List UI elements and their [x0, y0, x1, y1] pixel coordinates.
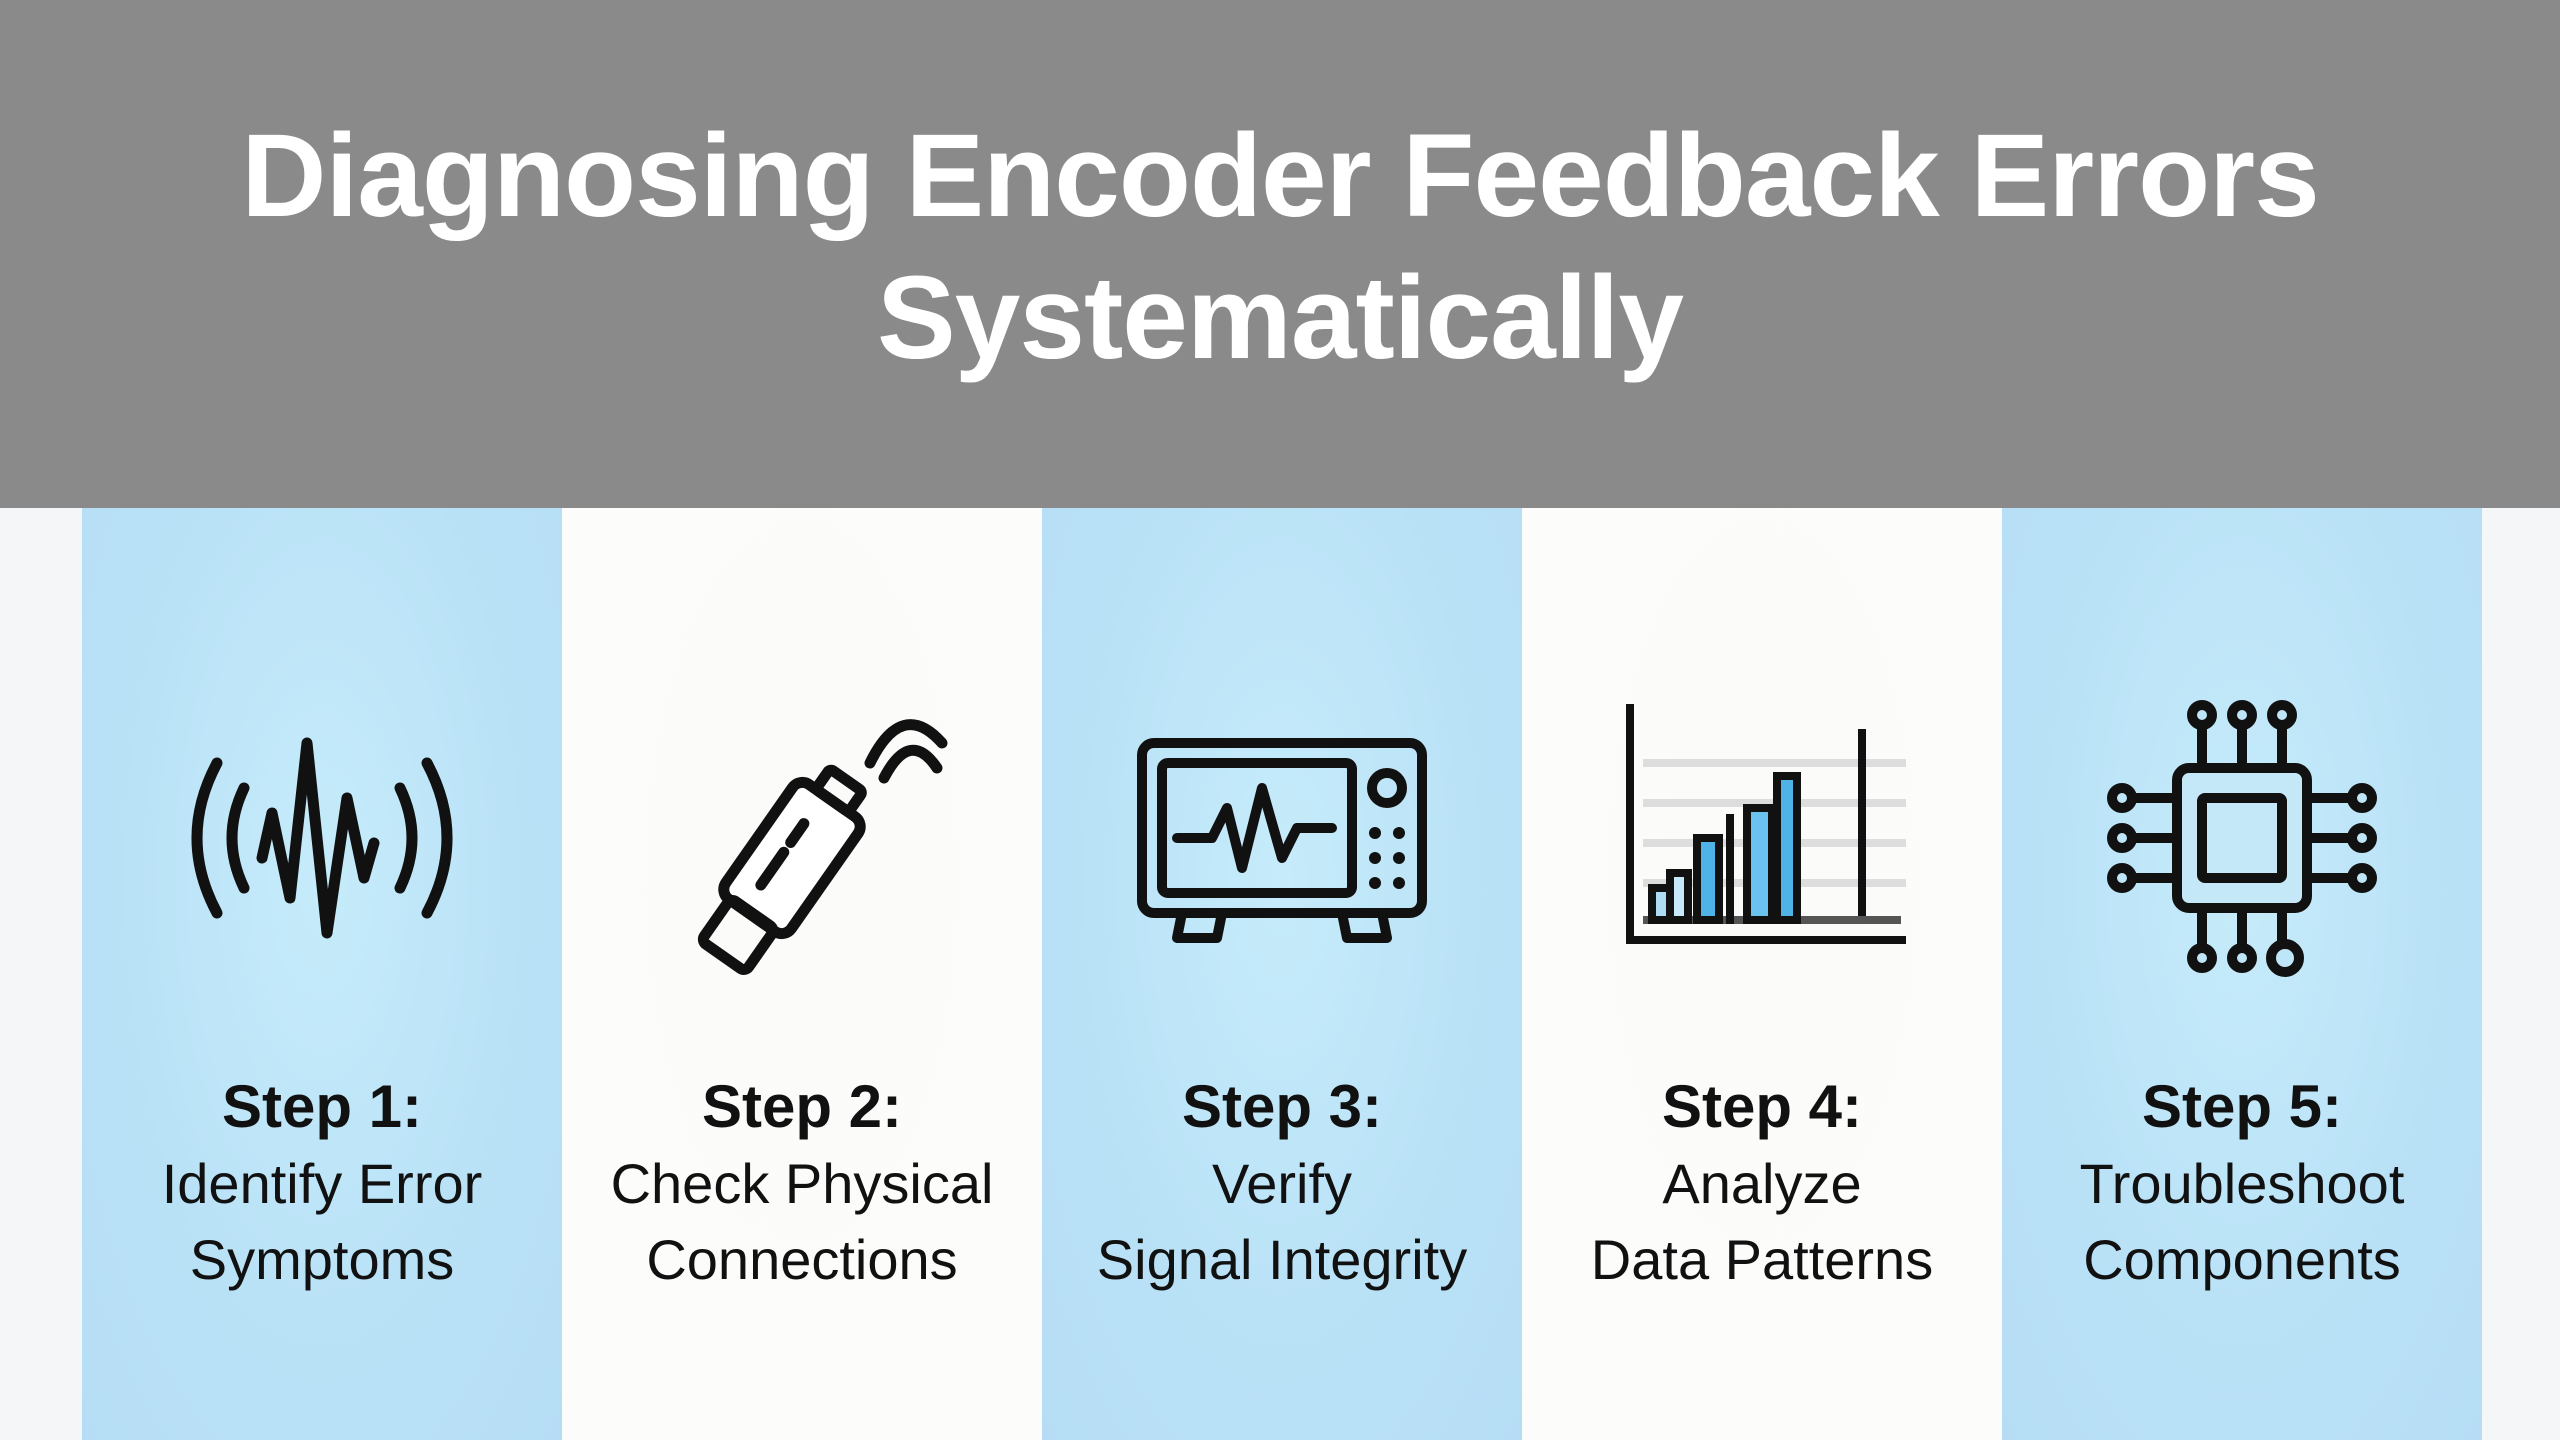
header-banner: Diagnosing Encoder Feedback Errors Syste… — [0, 0, 2560, 508]
signal-wave-icon — [172, 688, 472, 988]
step-4-label: Step 4: Analyze Data Patterns — [1522, 1068, 2002, 1298]
step-title-line1: Analyze — [1662, 1152, 1862, 1215]
step-title-line2: Connections — [646, 1228, 958, 1291]
step-5-label: Step 5: Troubleshoot Components — [2002, 1068, 2482, 1298]
title-line-1: Diagnosing Encoder Feedback Errors — [241, 110, 2319, 242]
step-title-line1: Identify Error — [161, 1152, 483, 1215]
step-number: Step 1: — [221, 1073, 423, 1140]
cable-connector-icon — [652, 688, 952, 988]
title-line-2: Systematically — [877, 252, 1684, 384]
step-2-column: Step 2: Check Physical Connections — [562, 508, 1042, 1440]
bar-chart-icon — [1612, 688, 1912, 988]
step-title-line1: Troubleshoot — [2079, 1152, 2405, 1215]
step-number: Step 5: — [2141, 1073, 2343, 1140]
step-number: Step 3: — [1181, 1073, 1383, 1140]
steps-row: Step 1: Identify Error Symptoms Step 2: … — [82, 508, 2482, 1440]
step-2-label: Step 2: Check Physical Connections — [562, 1068, 1042, 1298]
step-title-line2: Components — [2083, 1228, 2401, 1291]
step-title-line2: Symptoms — [189, 1228, 455, 1291]
step-title-line2: Signal Integrity — [1096, 1228, 1468, 1291]
oscilloscope-icon — [1132, 688, 1432, 988]
page-title: Diagnosing Encoder Feedback Errors Syste… — [241, 105, 2319, 389]
step-title-line1: Verify — [1211, 1152, 1353, 1215]
step-4-column: Step 4: Analyze Data Patterns — [1522, 508, 2002, 1440]
step-5-column: Step 5: Troubleshoot Components — [2002, 508, 2482, 1440]
step-number: Step 4: — [1661, 1073, 1863, 1140]
step-title-line2: Data Patterns — [1590, 1228, 1934, 1291]
step-1-column: Step 1: Identify Error Symptoms — [82, 508, 562, 1440]
step-title-line1: Check Physical — [610, 1152, 994, 1215]
microchip-icon — [2092, 688, 2392, 988]
step-3-column: Step 3: Verify Signal Integrity — [1042, 508, 1522, 1440]
step-3-label: Step 3: Verify Signal Integrity — [1042, 1068, 1522, 1298]
step-number: Step 2: — [701, 1073, 903, 1140]
step-1-label: Step 1: Identify Error Symptoms — [82, 1068, 562, 1298]
